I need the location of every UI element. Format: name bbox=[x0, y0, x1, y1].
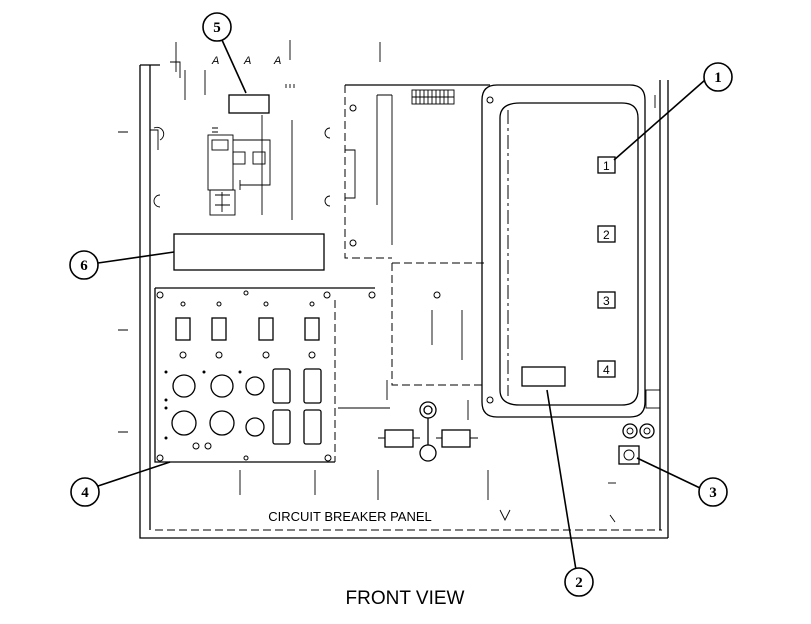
breaker-2-mark: 2 bbox=[603, 228, 610, 242]
callout-4: 4 bbox=[70, 477, 100, 507]
callout-5-leader bbox=[221, 39, 247, 94]
callout-2: 2 bbox=[564, 567, 594, 597]
svg-text:A: A bbox=[273, 55, 281, 67]
callout-5: 5 bbox=[202, 12, 232, 42]
right-side-components bbox=[608, 423, 655, 484]
breaker-door-panel: 1 2 3 4 bbox=[481, 84, 661, 418]
cabinet-outline bbox=[118, 40, 669, 539]
breaker-3-mark: 3 bbox=[603, 294, 610, 308]
upper-left-components: A A A bbox=[184, 55, 295, 220]
svg-text:A: A bbox=[211, 55, 219, 67]
callout-3-number: 3 bbox=[709, 485, 717, 501]
lower-center-connectors bbox=[378, 380, 478, 462]
breaker-1-mark: 1 bbox=[603, 159, 610, 173]
callout-1-number: 1 bbox=[714, 70, 722, 86]
callout-3: 3 bbox=[698, 477, 728, 507]
callout-6-number: 6 bbox=[80, 258, 88, 274]
callout-3-leader bbox=[636, 457, 701, 489]
breaker-4: 4 bbox=[597, 360, 616, 378]
component-5-box bbox=[228, 94, 270, 114]
component-3-box bbox=[618, 445, 640, 465]
callout-5-number: 5 bbox=[213, 20, 221, 36]
front-view-label: FRONT VIEW bbox=[346, 588, 465, 609]
callout-6-leader bbox=[97, 251, 175, 264]
component-6-box bbox=[173, 233, 325, 271]
breaker-3: 3 bbox=[597, 291, 616, 309]
component-2-box bbox=[521, 366, 566, 387]
callout-2-number: 2 bbox=[575, 575, 583, 591]
callout-1: 1 bbox=[703, 62, 733, 92]
vent-grill bbox=[411, 89, 455, 105]
callout-4-leader bbox=[97, 461, 171, 487]
connector-panel bbox=[154, 287, 376, 463]
callout-6: 6 bbox=[69, 250, 99, 280]
circuit-breaker-panel-label: CIRCUIT BREAKER PANEL bbox=[268, 509, 432, 524]
breaker-4-mark: 4 bbox=[603, 363, 610, 377]
breaker-2: 2 bbox=[597, 225, 616, 243]
callout-2-leader bbox=[546, 389, 577, 571]
breaker-1: 1 bbox=[597, 156, 616, 174]
svg-text:A: A bbox=[243, 55, 251, 67]
callout-4-number: 4 bbox=[81, 485, 89, 501]
callout-1-leader bbox=[613, 79, 706, 161]
center-module bbox=[324, 84, 490, 409]
